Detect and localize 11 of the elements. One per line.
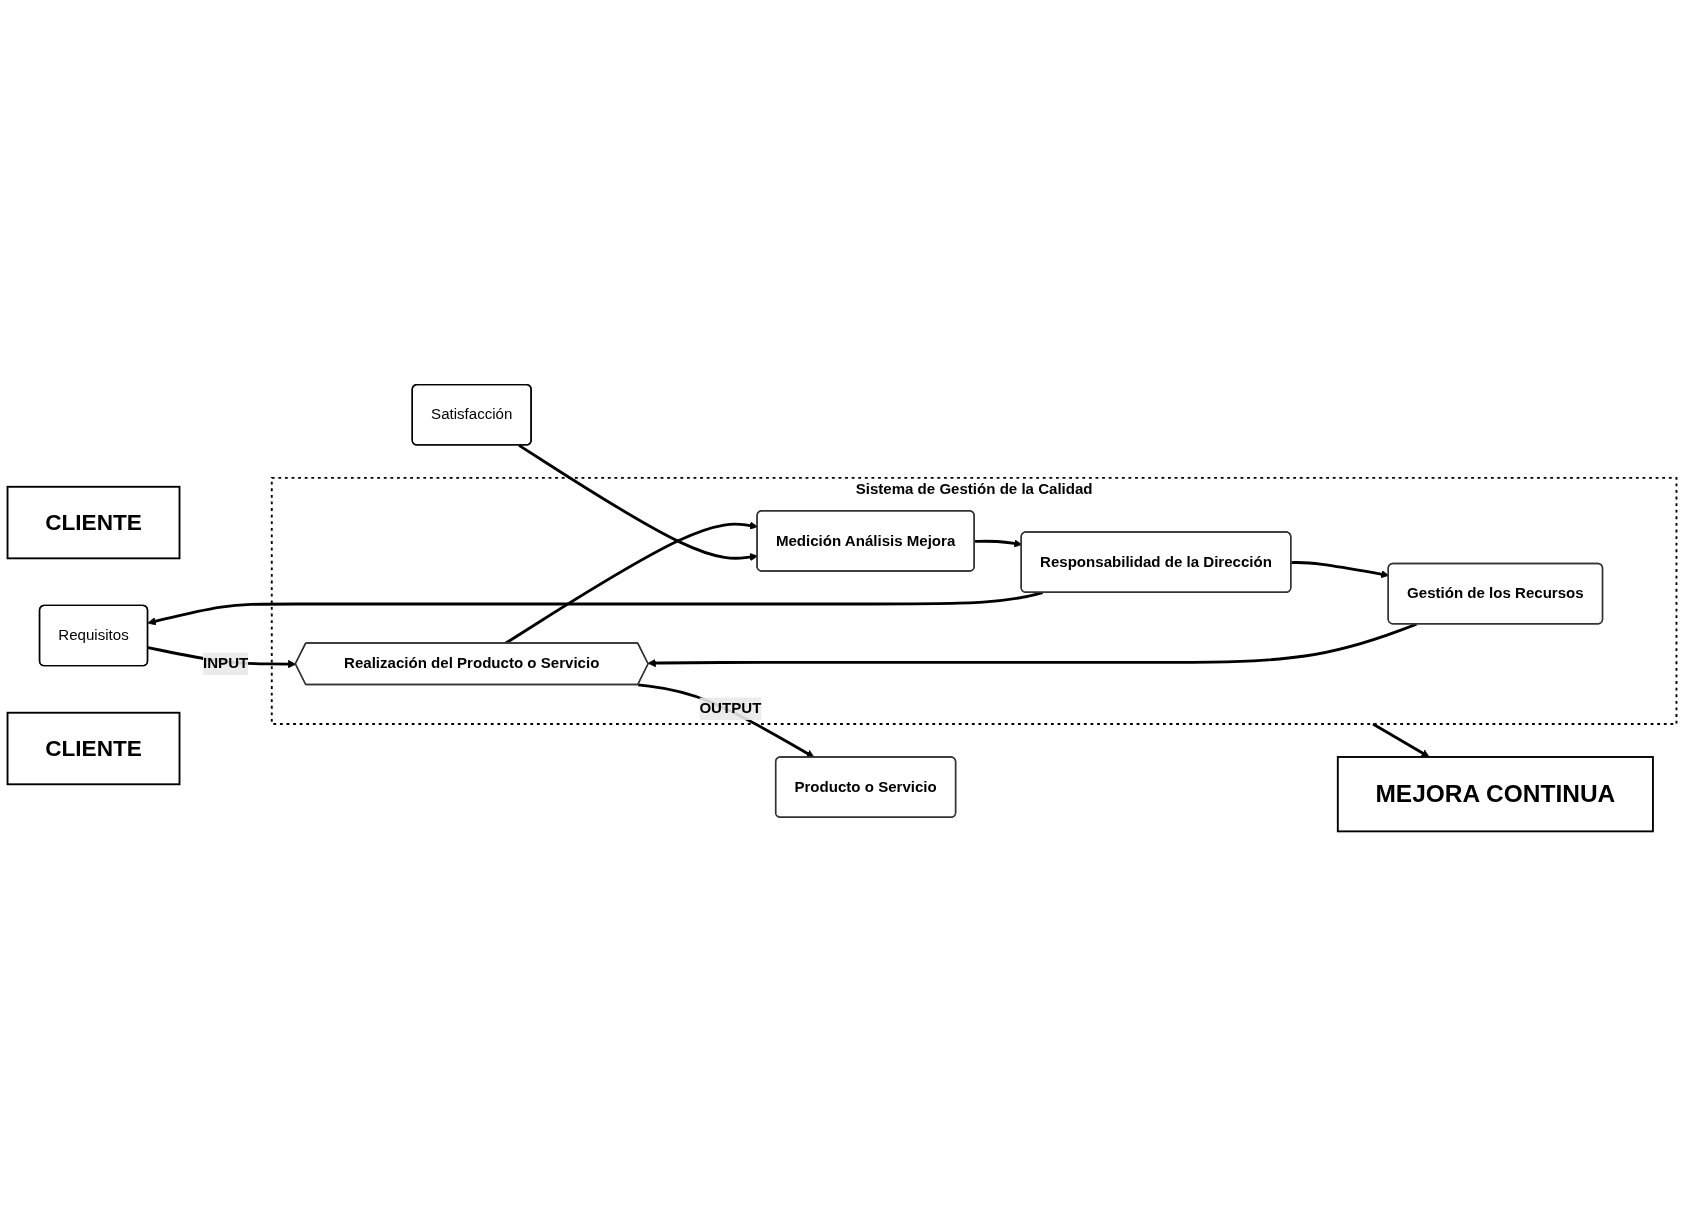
arrow	[647, 622, 1417, 668]
node-box: CLIENTE	[6, 485, 181, 560]
arrow	[518, 444, 758, 562]
edge-label: INPUT	[203, 655, 249, 672]
arrow	[147, 591, 1043, 626]
node-box: CLIENTE	[6, 711, 181, 786]
arrow	[504, 521, 758, 645]
arrow	[1372, 722, 1430, 758]
edge-label: OUTPUT	[699, 700, 762, 717]
arrow	[638, 683, 815, 758]
node-box: MEJORA CONTINUA	[1336, 756, 1654, 833]
